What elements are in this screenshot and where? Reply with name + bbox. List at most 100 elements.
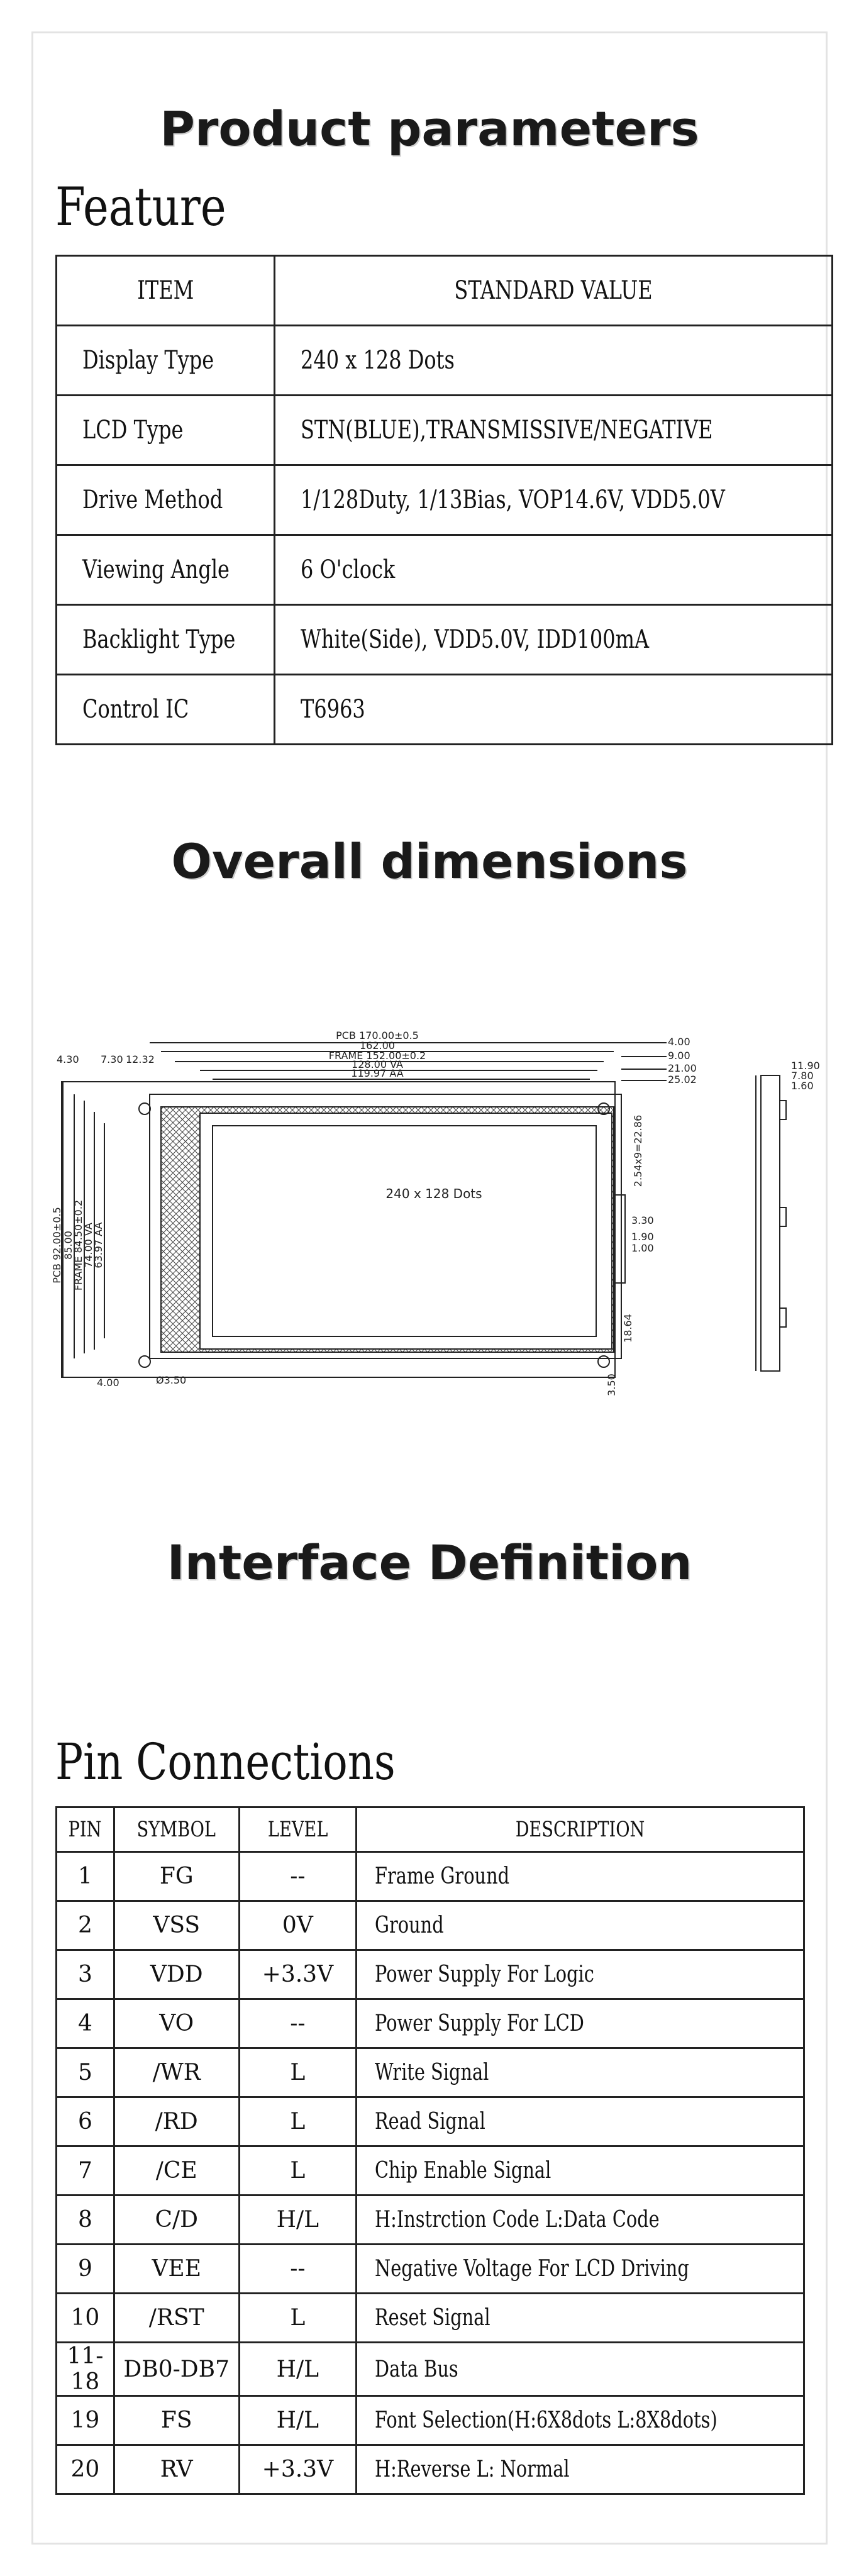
pin-header xyxy=(614,1194,626,1284)
dim-frame-width: FRAME 152.00±0.2 xyxy=(329,1050,426,1062)
pin-description: Power Supply For LCD xyxy=(355,1998,805,2049)
pin-level: -- xyxy=(238,1851,358,1902)
pin-symbol: DB0-DB7 xyxy=(113,2341,240,2397)
pin-symbol: /RST xyxy=(113,2292,240,2343)
description-col-header: DESCRIPTION xyxy=(355,1806,805,1853)
pin-number: 1 xyxy=(55,1851,115,1902)
pin-number: 20 xyxy=(55,2444,115,2495)
pin-symbol: FG xyxy=(113,1851,240,1902)
side-view xyxy=(760,1075,780,1372)
feature-item: Backlight Type xyxy=(55,604,276,675)
pin-symbol: RV xyxy=(113,2444,240,2495)
pin-symbol: VEE xyxy=(113,2243,240,2294)
lcd-frame xyxy=(149,1094,622,1359)
dim-430: 4.30 xyxy=(57,1053,79,1065)
dimension-drawing: 240 x 128 Dots PCB 170.00±0.5 162.00 FRA… xyxy=(51,1030,820,1396)
table-row: 4 VO -- Power Supply For LCD xyxy=(55,1998,805,2049)
dim-aa-height: 63.97 AA xyxy=(92,1222,104,1268)
viewing-area xyxy=(199,1113,612,1350)
pin-description: Frame Ground xyxy=(355,1851,805,1902)
symbol-col-header: SYMBOL xyxy=(113,1806,240,1853)
feature-item: LCD Type xyxy=(55,394,276,466)
dim-pcb-height: PCB 92.00±0.5 xyxy=(51,1207,63,1284)
pin-symbol: FS xyxy=(113,2395,240,2446)
feature-table: ITEM STANDARD VALUE Display Type 240 x 1… xyxy=(55,255,833,745)
mounting-hole xyxy=(138,1102,151,1115)
pin-level: 0V xyxy=(238,1900,358,1951)
pin-description: Font Selection(H:6X8dots L:8X8dots) xyxy=(355,2395,805,2446)
dim-aa-width: 119.97 AA xyxy=(351,1067,403,1079)
table-row: 1 FG -- Frame Ground xyxy=(55,1851,805,1902)
dim-330: 3.30 xyxy=(631,1214,654,1226)
feature-value: T6963 xyxy=(274,674,833,745)
dim-va-height: 74.00 VA xyxy=(82,1223,94,1268)
pin-number: 7 xyxy=(55,2145,115,2196)
pin-level: H/L xyxy=(238,2194,358,2245)
pin-number: 4 xyxy=(55,1998,115,2049)
feature-value: 6 O'clock xyxy=(274,534,833,606)
dim-85: 85.00 xyxy=(62,1231,74,1260)
pin-level: L xyxy=(238,2145,358,2196)
table-row: 3 VDD +3.3V Power Supply For Logic xyxy=(55,1949,805,2000)
mounting-hole xyxy=(597,1355,610,1368)
feature-row: Control IC T6963 xyxy=(55,674,833,745)
feature-value: 1/128Duty, 1/13Bias, VOP14.6V, VDD5.0V xyxy=(274,464,833,536)
feature-value: White(Side), VDD5.0V, IDD100mA xyxy=(274,604,833,675)
display-label: 240 x 128 Dots xyxy=(385,1186,482,1201)
feature-value: STN(BLUE),TRANSMISSIVE/NEGATIVE xyxy=(274,394,833,466)
interface-definition-heading: Interface Definition xyxy=(167,1535,692,1591)
dim-100: 1.00 xyxy=(631,1242,654,1254)
dim-va-width: 128.00 VA xyxy=(352,1058,403,1070)
dim-1864: 18.64 xyxy=(622,1314,634,1343)
dim-190: 1.90 xyxy=(631,1231,654,1243)
side-dim-780: 7.80 xyxy=(791,1070,814,1082)
feature-value: 240 x 128 Dots xyxy=(274,325,833,396)
dim-pcb-width: PCB 170.00±0.5 xyxy=(336,1030,419,1041)
pin-symbol: VO xyxy=(113,1998,240,2049)
feature-header-item: ITEM xyxy=(55,255,276,326)
table-row: 20 RV +3.3V H:Reverse L: Normal xyxy=(55,2444,805,2495)
table-row: 8 C/D H/L H:Instrction Code L:Data Code xyxy=(55,2194,805,2245)
pin-number: 9 xyxy=(55,2243,115,2294)
product-parameters-heading: Product parameters xyxy=(160,101,699,157)
table-row: 10 /RST L Reset Signal xyxy=(55,2292,805,2343)
pin-number: 5 xyxy=(55,2047,115,2098)
pin-number: 11-18 xyxy=(55,2341,115,2397)
dim-9: 9.00 xyxy=(668,1050,690,1062)
dim-21: 21.00 xyxy=(668,1062,697,1074)
dim-25: 25.02 xyxy=(668,1074,697,1085)
pin-description: Read Signal xyxy=(355,2096,805,2147)
pin-number: 10 xyxy=(55,2292,115,2343)
table-row: 7 /CE L Chip Enable Signal xyxy=(55,2145,805,2196)
feature-item: Display Type xyxy=(55,325,276,396)
table-row: 5 /WR L Write Signal xyxy=(55,2047,805,2098)
table-row: 11-18 DB0-DB7 H/L Data Bus xyxy=(55,2341,805,2397)
table-row: 6 /RD L Read Signal xyxy=(55,2096,805,2147)
feature-item: Drive Method xyxy=(55,464,276,536)
side-dim-160: 1.60 xyxy=(791,1080,814,1092)
dim-350: 3.50 xyxy=(606,1374,618,1396)
pin-description: Write Signal xyxy=(355,2047,805,2098)
pin-description: Chip Enable Signal xyxy=(355,2145,805,2196)
pin-level: L xyxy=(238,2292,358,2343)
side-dim-1190: 11.90 xyxy=(791,1060,820,1072)
pin-symbol: /WR xyxy=(113,2047,240,2098)
pin-description: Negative Voltage For LCD Driving xyxy=(355,2243,805,2294)
feature-heading: Feature xyxy=(55,176,226,238)
dim-730: 7.30 xyxy=(101,1053,123,1065)
pin-symbol: VDD xyxy=(113,1949,240,2000)
dim-400: 4.00 xyxy=(97,1377,119,1389)
overall-dimensions-heading: Overall dimensions xyxy=(171,833,688,889)
mounting-hole xyxy=(597,1102,610,1115)
pin-description: Reset Signal xyxy=(355,2292,805,2343)
pin-number: 6 xyxy=(55,2096,115,2147)
level-col-header: LEVEL xyxy=(238,1806,358,1853)
pin-description: Ground xyxy=(355,1900,805,1951)
pin-level: L xyxy=(238,2047,358,2098)
pin-number: 3 xyxy=(55,1949,115,2000)
feature-row: Display Type 240 x 128 Dots xyxy=(55,325,833,396)
pin-description: Power Supply For Logic xyxy=(355,1949,805,2000)
feature-row: LCD Type STN(BLUE),TRANSMISSIVE/NEGATIVE xyxy=(55,394,833,466)
pin-symbol: /CE xyxy=(113,2145,240,2196)
dim-frame-height: FRAME 84.50±0.2 xyxy=(72,1200,84,1291)
